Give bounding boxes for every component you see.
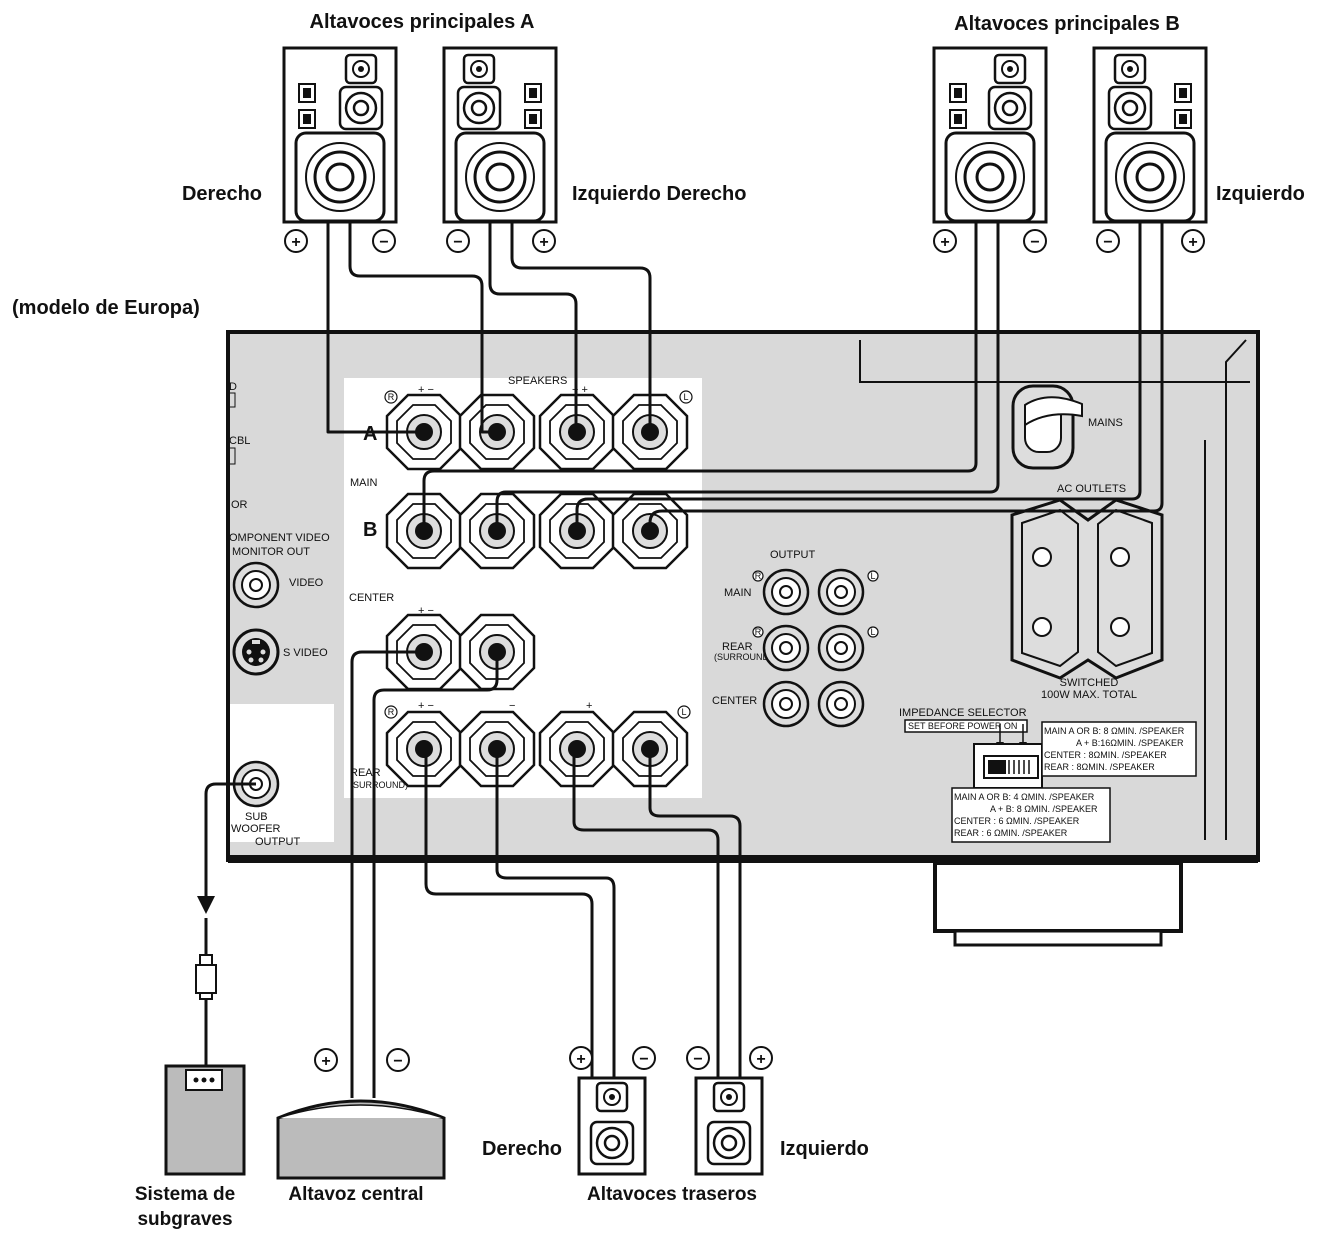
svg-text:−: − xyxy=(379,234,388,251)
front-speaker-a-left xyxy=(442,46,558,224)
svg-text:+ −: + − xyxy=(418,700,434,712)
svg-text:MONITOR OUT: MONITOR OUT xyxy=(232,546,310,558)
svg-text:MAINS: MAINS xyxy=(1088,417,1123,429)
svg-text:OUTPUT: OUTPUT xyxy=(770,549,816,561)
svg-text:R: R xyxy=(755,571,762,581)
svg-text:+: + xyxy=(586,700,592,712)
svg-text:B: B xyxy=(363,519,377,541)
rear-speakers-caption: Altavoces traseros xyxy=(587,1184,757,1205)
svg-text:VIDEO: VIDEO xyxy=(289,577,324,589)
svg-text:−: − xyxy=(453,234,462,251)
main-speakers-a-caption: Altavoces principales A xyxy=(310,11,535,33)
svg-text:−: − xyxy=(693,1051,702,1068)
svg-text:−: − xyxy=(639,1051,648,1068)
svg-text:SWITCHED: SWITCHED xyxy=(1060,677,1119,689)
sub-label: SUB xyxy=(245,811,268,823)
front-speaker-a-right xyxy=(282,46,398,224)
svg-text:+: + xyxy=(576,1051,585,1068)
svg-text:A + B:16ΩMIN. /SPEAKER: A + B:16ΩMIN. /SPEAKER xyxy=(1076,738,1184,748)
svg-text:SPEAKERS: SPEAKERS xyxy=(508,375,567,387)
output-sw-label: OUTPUT xyxy=(255,836,301,848)
polarity-markers-top: + − − + + − − + xyxy=(284,229,1205,253)
svg-text:+ −: + − xyxy=(418,384,434,396)
svg-text:−: − xyxy=(509,700,515,712)
svg-text:+: + xyxy=(539,234,548,251)
wires-main-b xyxy=(422,222,1164,531)
svg-text:OMPONENT VIDEO: OMPONENT VIDEO xyxy=(229,532,330,544)
svg-text:MAIN: MAIN xyxy=(350,477,378,489)
wires-center xyxy=(350,650,499,1098)
s-video-jack xyxy=(232,628,280,676)
left-right-caption: Izquierdo Derecho xyxy=(572,183,746,205)
svg-text:+: + xyxy=(1188,234,1197,251)
svg-text:S VIDEO: S VIDEO xyxy=(283,647,328,659)
svg-text:R: R xyxy=(755,627,762,637)
ac-outlets: AC OUTLETS SWITCHED 100W MAX. TOTAL xyxy=(1010,483,1164,701)
svg-text:CENTER: CENTER xyxy=(712,695,757,707)
right-caption-a: Derecho xyxy=(182,183,262,205)
svg-text:OR: OR xyxy=(231,499,248,511)
center-speaker-caption: Altavoz central xyxy=(288,1184,423,1205)
speaker-panel-labels: SPEAKERS R + − − + L A MAIN B CENTER + −… xyxy=(349,375,693,790)
left-caption-b: Izquierdo xyxy=(1216,183,1305,205)
mains-inlet: MAINS xyxy=(1011,384,1123,470)
svg-text:L: L xyxy=(870,571,875,581)
model-caption: (modelo de Europa) xyxy=(12,297,200,319)
front-speaker-b-right xyxy=(932,46,1048,224)
svg-text:SET BEFORE POWER ON: SET BEFORE POWER ON xyxy=(908,721,1017,731)
svg-text:REAR: REAR xyxy=(722,641,753,653)
rear-speaker-left: − + xyxy=(686,1046,773,1176)
svg-text:R: R xyxy=(388,392,395,402)
svg-text:L: L xyxy=(681,707,686,717)
svg-text:AC OUTLETS: AC OUTLETS xyxy=(1057,483,1126,495)
subwoofer-cable xyxy=(195,782,256,1066)
rear-right-caption: Derecho xyxy=(482,1138,562,1160)
svg-text:REAR : 8ΩMIN. /SPEAKER: REAR : 8ΩMIN. /SPEAKER xyxy=(1044,762,1155,772)
video-jack xyxy=(232,561,280,609)
impedance-selector: IMPEDANCE SELECTOR SET BEFORE POWER ON M… xyxy=(899,707,1197,843)
svg-text:100W MAX. TOTAL: 100W MAX. TOTAL xyxy=(1041,689,1137,701)
subwoofer-caption-line2: subgraves xyxy=(137,1209,232,1230)
wires-rear xyxy=(424,749,742,1080)
svg-text:+: + xyxy=(291,234,300,251)
svg-text:+: + xyxy=(940,234,949,251)
svg-text:L: L xyxy=(683,392,688,402)
svg-text:IMPEDANCE SELECTOR: IMPEDANCE SELECTOR xyxy=(899,707,1027,719)
svg-text:−: − xyxy=(1030,234,1039,251)
svg-text:CBL: CBL xyxy=(229,435,250,447)
left-edge-labels: D CBL OR OMPONENT VIDEO MONITOR OUT VIDE… xyxy=(228,381,330,659)
svg-text:CENTER: CENTER xyxy=(349,592,394,604)
rear-left-caption: Izquierdo xyxy=(780,1138,869,1160)
svg-text:MAIN A OR B: 4 ΩMIN. /SPEAKER: MAIN A OR B: 4 ΩMIN. /SPEAKER xyxy=(954,792,1095,802)
svg-text:A + B: 8 ΩMIN. /SPEAKER: A + B: 8 ΩMIN. /SPEAKER xyxy=(990,804,1098,814)
svg-text:REAR : 6 ΩMIN. /SPEAKER: REAR : 6 ΩMIN. /SPEAKER xyxy=(954,828,1068,838)
svg-text:REAR: REAR xyxy=(350,767,381,779)
svg-text:(SURROUND): (SURROUND) xyxy=(714,652,772,662)
svg-text:CENTER : 8ΩMIN. /SPEAKER: CENTER : 8ΩMIN. /SPEAKER xyxy=(1044,750,1167,760)
subwoofer-caption-line1: Sistema de xyxy=(135,1184,235,1205)
svg-text:A: A xyxy=(363,423,377,445)
svg-text:−: − xyxy=(393,1053,402,1070)
svg-text:R: R xyxy=(388,707,395,717)
svg-text:CENTER : 6 ΩMIN. /SPEAKER: CENTER : 6 ΩMIN. /SPEAKER xyxy=(954,816,1080,826)
main-speakers-b-caption: Altavoces principales B xyxy=(954,13,1180,35)
svg-text:L: L xyxy=(870,627,875,637)
subwoofer-unit xyxy=(164,1064,246,1176)
front-speaker-b-left xyxy=(1092,46,1208,224)
pre-output-section: OUTPUT MAIN R L REAR (SURROUND) R L CENT… xyxy=(712,549,879,728)
svg-text:+: + xyxy=(321,1053,330,1070)
svg-text:D: D xyxy=(229,381,237,393)
svg-text:−: − xyxy=(1103,234,1112,251)
rear-speaker-right: + − xyxy=(569,1046,656,1176)
wires-main-a xyxy=(326,222,652,434)
center-speaker-unit: + − xyxy=(276,1048,446,1180)
svg-text:+: + xyxy=(756,1051,765,1068)
woofer-label: WOOFER xyxy=(231,823,281,835)
svg-text:MAIN A OR B: 8 ΩMIN. /SPEAKER: MAIN A OR B: 8 ΩMIN. /SPEAKER xyxy=(1044,726,1185,736)
svg-text:(SURROUND): (SURROUND) xyxy=(350,780,408,790)
svg-text:MAIN: MAIN xyxy=(724,587,752,599)
